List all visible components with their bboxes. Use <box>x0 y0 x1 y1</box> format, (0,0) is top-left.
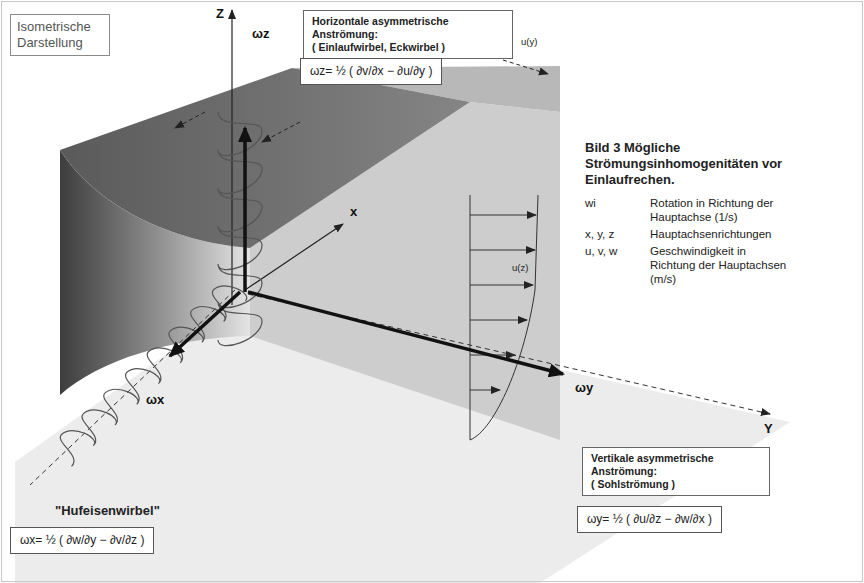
vortex-heading: "Hufeisenwirbel" <box>55 503 160 518</box>
case-box: Horizontale asymmetrische Anströmung:( E… <box>303 10 513 59</box>
formula-box: ωz= ½ ( ∂v/∂x − ∂u/∂y ) <box>300 58 442 85</box>
symbol-cell: x, y, z <box>585 227 614 241</box>
view-label: Isometrische Darstellung <box>17 19 103 51</box>
symbol-cell: u, v, w <box>585 244 617 258</box>
case-title: Horizontale asymmetrische Anströmung: <box>312 15 504 41</box>
flow-arrow <box>262 122 300 142</box>
rotation-label: ωy <box>575 380 593 396</box>
axis-label: Y <box>764 421 773 437</box>
case-box: Vertikale asymmetrische Anströmung:( Soh… <box>582 447 770 496</box>
rotation-arrow <box>243 128 247 292</box>
z-axis <box>231 10 232 305</box>
case-title: Vertikale asymmetrische Anströmung: <box>591 452 761 478</box>
x-axis <box>245 224 343 290</box>
formula-text: ωy= ½ ( ∂u/∂z − ∂w/∂x ) <box>587 512 712 527</box>
formula-text: ωz= ½ ( ∂v/∂x − ∂u/∂y ) <box>310 64 432 79</box>
view-box: Isometrische Darstellung <box>10 14 110 56</box>
velocity-arrow <box>503 60 548 74</box>
symbol-cell: wi <box>585 196 596 210</box>
case-note: ( Einlaufwirbel, Eckwirbel ) <box>312 41 504 54</box>
formula-box: "Hufeisenwirbel"ωx= ½ ( ∂w/∂y − ∂v/∂z ) <box>10 527 154 554</box>
rotation-arrow <box>170 292 240 356</box>
case-note: ( Sohlströmung ) <box>591 478 761 491</box>
pier-top <box>60 68 470 248</box>
figure-caption: Bild 3 Mögliche Strömungsinhomogenitäten… <box>585 140 850 188</box>
velocity-label: u(z) <box>512 262 528 273</box>
velocity-profile <box>470 195 538 440</box>
rotation-label: ωz <box>252 26 269 42</box>
horseshoe-helix <box>51 276 249 466</box>
axis-label: x <box>350 204 357 220</box>
formula-box: ωy= ½ ( ∂u/∂z − ∂w/∂x ) <box>577 506 722 533</box>
description-cell: Hauptachsenrichtungen <box>650 227 790 241</box>
axis-label: Z <box>216 6 224 22</box>
description-cell: Geschwindigkeit in Richtung der Hauptach… <box>650 244 790 286</box>
description-cell: Rotation in Richtung der Hauptachse (1/s… <box>650 196 790 224</box>
rotation-arrow <box>248 292 563 374</box>
rotation-label: ωx <box>146 392 164 408</box>
formula-text: ωx= ½ ( ∂w/∂y − ∂v/∂z ) <box>20 533 144 548</box>
flow-arrow <box>175 112 205 128</box>
velocity-label: u(y) <box>521 36 537 47</box>
